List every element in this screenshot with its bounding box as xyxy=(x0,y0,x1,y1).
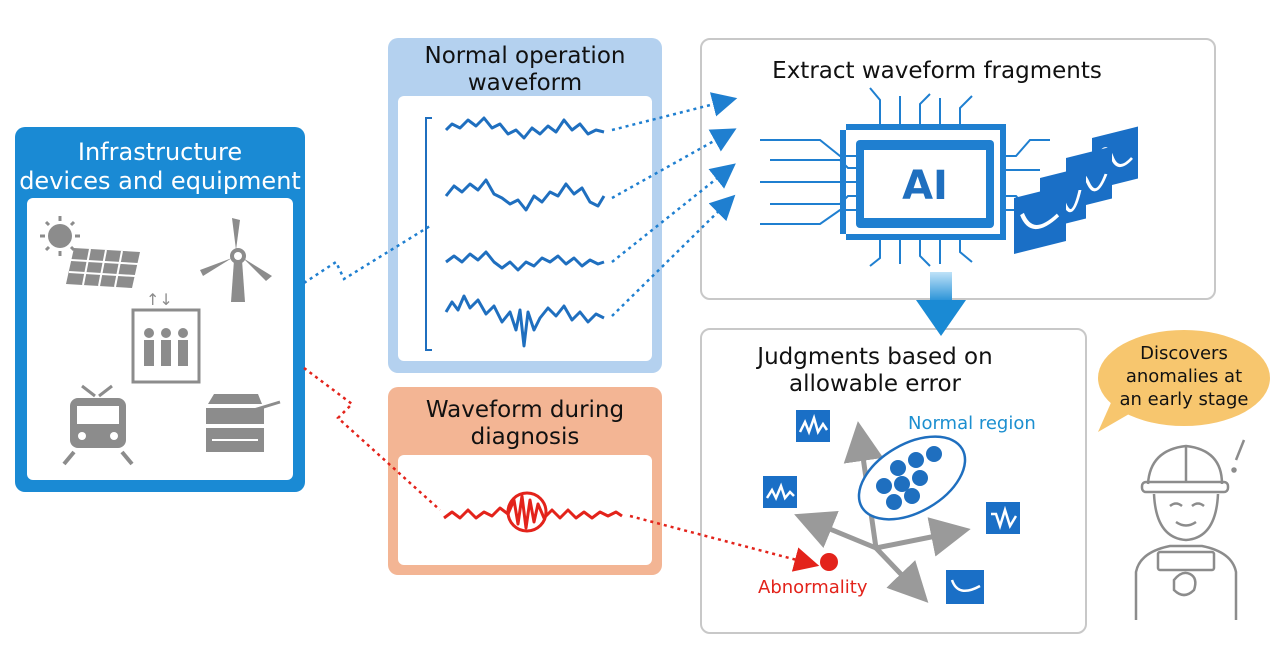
waveform-fragments xyxy=(1014,126,1138,254)
bubble-line2: anomalies at xyxy=(1125,366,1243,387)
axis-waveform-tile xyxy=(946,570,984,604)
normal-waveform-1 xyxy=(444,116,605,140)
normal-waveforms xyxy=(425,116,606,351)
wave4-to-extract-arrow xyxy=(611,194,736,317)
svg-text:↑↓: ↑↓ xyxy=(146,290,173,309)
normal-waveform-4 xyxy=(444,294,605,348)
connectors xyxy=(303,92,820,572)
bubble-line1: Discovers xyxy=(1140,343,1228,364)
anomaly-highlight-circle xyxy=(506,491,548,533)
wave2-to-extract-arrow xyxy=(611,128,737,200)
worker-icon xyxy=(1134,439,1246,620)
judgment-title-line2: allowable error xyxy=(789,371,961,397)
axis-waveform-tile xyxy=(986,502,1020,534)
wave1-to-extract-arrow xyxy=(611,92,738,132)
normal-region-label: Normal region xyxy=(908,413,1036,434)
diagnosis-title-line2: diagnosis xyxy=(470,424,580,450)
normal-operation-title: Normal operation waveform xyxy=(388,43,662,97)
normal-operation-title-line1: Normal operation xyxy=(424,43,626,69)
wind-turbine-icon xyxy=(200,218,272,302)
speech-bubble xyxy=(1098,330,1270,432)
judgment-title-line1: Judgments based on xyxy=(757,344,993,370)
infra-to-normal-link xyxy=(303,224,431,285)
abnormality-point xyxy=(820,553,838,571)
down-arrow xyxy=(916,272,966,336)
judgment-title: Judgments based on allowable error xyxy=(720,344,1030,398)
ai-chip-label: AI xyxy=(902,163,948,209)
diagnosis-title: Waveform during diagnosis xyxy=(388,397,662,451)
normal-waveform-2 xyxy=(444,178,606,212)
diagnosis-to-abnormality-arrow xyxy=(629,514,820,572)
diagnosis-title-line1: Waveform during xyxy=(425,397,625,423)
train-icon xyxy=(62,384,134,466)
wave3-to-extract-arrow xyxy=(611,163,736,263)
axis-waveform-tile xyxy=(796,410,830,442)
waveform-bracket xyxy=(425,117,432,351)
abnormality-label: Abnormality xyxy=(758,577,868,598)
extract-title: Extract waveform fragments xyxy=(772,58,1102,84)
infrastructure-title-line2: devices and equipment xyxy=(19,167,301,195)
judgment-plot xyxy=(763,410,1020,604)
infrastructure-title-line1: Infrastructure xyxy=(77,138,243,166)
diagnosis-waveform xyxy=(443,494,623,530)
normal-cluster xyxy=(876,446,942,510)
copier-icon xyxy=(206,394,281,452)
speech-bubble-text: Discovers anomalies at an early stage xyxy=(1104,342,1264,411)
axis-waveform-tile xyxy=(763,476,797,508)
fragment-card xyxy=(1014,185,1066,254)
solar-panel-icon xyxy=(40,216,140,288)
diagnosis-waveform-group xyxy=(443,491,623,533)
infrastructure-title: Infrastructure devices and equipment xyxy=(15,138,305,196)
normal-operation-title-line2: waveform xyxy=(467,70,583,96)
ai-chip-icon: AI xyxy=(760,87,1050,267)
elevator-icon: ↑↓ xyxy=(131,290,201,384)
normal-waveforms-area xyxy=(398,96,652,361)
normal-waveform-3 xyxy=(445,250,605,272)
infra-to-diagnosis-link xyxy=(303,367,441,511)
bubble-line3: an early stage xyxy=(1119,389,1249,410)
